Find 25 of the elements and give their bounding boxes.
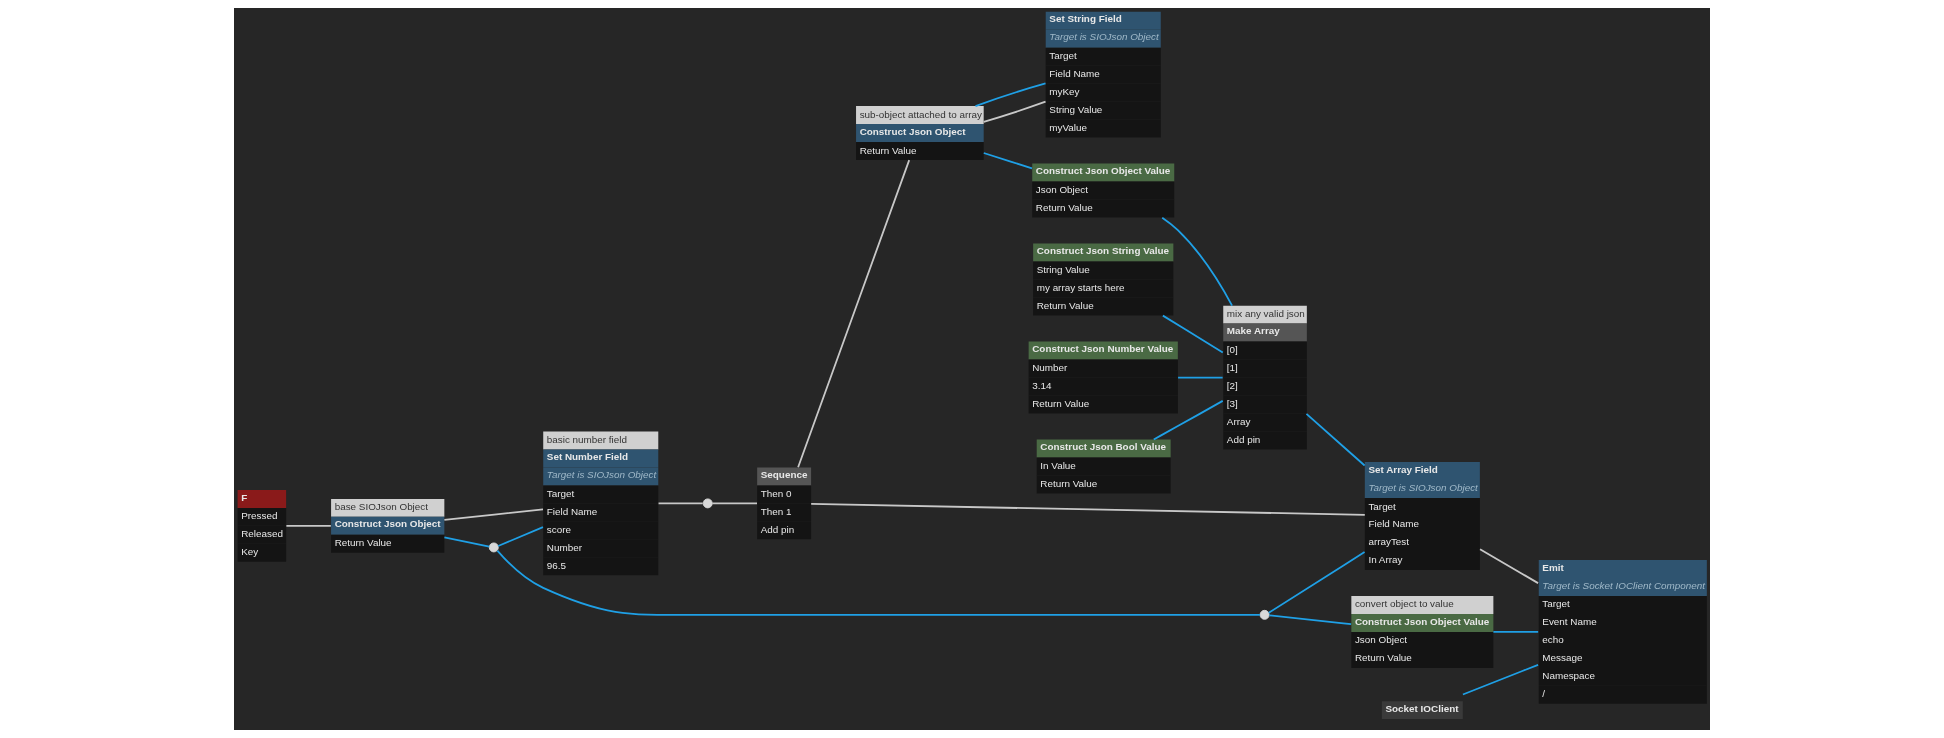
node-circle — [1259, 609, 1270, 620]
connector — [496, 549, 1261, 616]
connector — [1161, 216, 1233, 307]
connector — [1492, 631, 1540, 633]
connector — [443, 536, 491, 548]
connector — [443, 508, 544, 521]
connector — [657, 502, 704, 505]
connector — [1305, 413, 1366, 467]
connector — [497, 526, 544, 547]
connector — [797, 159, 911, 469]
connector — [810, 503, 1366, 516]
connector — [982, 152, 1033, 170]
connector — [1268, 614, 1352, 626]
connector — [974, 82, 1047, 107]
connector — [1267, 551, 1366, 614]
connector — [1161, 314, 1224, 354]
connector — [285, 524, 332, 527]
connector — [1479, 548, 1539, 585]
node-circle — [488, 542, 499, 553]
connector — [711, 502, 758, 505]
connector — [1462, 663, 1539, 696]
connector — [1152, 399, 1224, 441]
connector — [1177, 376, 1224, 379]
connector — [982, 100, 1047, 123]
node-circle — [702, 498, 713, 509]
